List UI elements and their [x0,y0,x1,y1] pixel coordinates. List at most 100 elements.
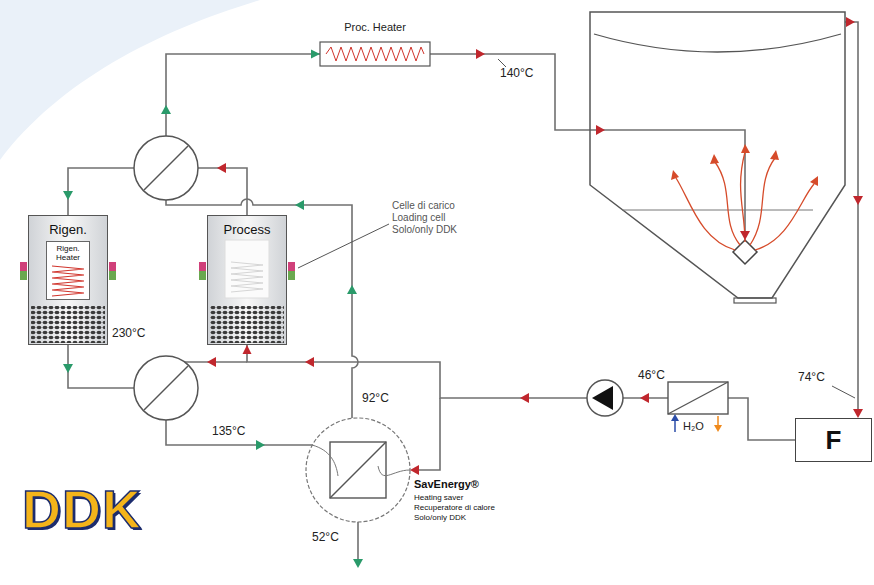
flow-arrow [207,357,216,367]
leader-line [498,59,506,67]
temperature-label: 74°C [798,370,825,384]
temperature-label: 140°C [500,66,534,80]
hopper-outline [590,12,845,298]
arrow-head [311,50,320,59]
tower-fill [28,215,108,345]
pipe [68,345,134,388]
flow-arrows-hot [207,17,863,475]
air-flow-line [676,178,735,250]
load-cell [20,271,27,280]
heater-label: Rigen. Heater [47,244,89,262]
callout-note: Celle di carico Loading cell Solo/only D… [392,200,472,236]
pipes [68,22,858,560]
dryer-hopper [590,12,845,303]
flow-arrow [63,364,73,373]
air-flow-head [710,154,719,164]
pipe [357,522,359,560]
load-cell [288,262,295,271]
arrow-head [243,345,252,354]
flow-arrow [295,200,304,210]
temperature-label: 52°C [312,530,339,544]
regeneration-tower: Rigen. Rigen. Heater [28,215,108,345]
air-flow-line [741,152,745,242]
flow-arrow [853,196,863,205]
air-flow-head [810,176,818,186]
flow-arrow [740,231,750,240]
flow-arrow [476,49,485,59]
faint-heater-coil [231,262,263,292]
load-cells [20,262,295,280]
heater-label: Proc. Heater [344,21,406,33]
water-label: H₂O [683,420,704,432]
load-cell [199,262,206,271]
brand-logo: DDK [22,482,142,536]
flow-arrow [520,393,529,403]
pipe [430,54,745,236]
regeneration-heater: Rigen. Heater [46,241,90,300]
flow-arrow [853,409,863,418]
leader-lines [298,59,855,398]
temperature-label: 135°C [212,424,246,438]
cone-screen [622,210,813,211]
pipe [166,420,312,445]
filter-box: F [795,418,872,462]
flow-arrow [347,285,357,294]
heater-fill [46,241,90,300]
pipe [68,168,134,215]
heat-exchanger [134,356,198,420]
load-cell [288,271,295,280]
tower-fill [207,215,287,345]
exchanger-circle [134,356,198,420]
filter-label: F [826,425,842,456]
heater-coil [52,266,84,296]
flow-arrow [256,440,265,450]
tower-label: Rigen. [49,222,87,237]
water-in-arrow [671,414,679,421]
air-flow-head [671,170,679,180]
load-cell [20,262,27,271]
flow-arrow [353,559,363,568]
air-flow [676,152,814,250]
water-out [717,416,719,426]
load-cell [109,262,116,271]
recuperator-circle [306,418,410,522]
flow-arrow [217,163,226,173]
pipe-connector [247,345,795,440]
pump-circle [587,380,623,416]
heater-box [320,42,430,66]
cooler-plate [668,382,728,414]
recuperator-core [330,442,386,498]
water-out-arrow [714,425,722,432]
flow-arrow [640,393,649,403]
recuperator-flow [312,445,338,476]
water-in [674,420,676,432]
flow-arrow [161,105,171,114]
temperature-label: 92°C [362,391,389,405]
heat-exchanger [134,136,198,200]
brand-label: SavEnergy® [414,478,479,490]
temperature-label: 46°C [638,368,665,382]
air-flow-head [770,150,779,160]
air-diffuser [733,240,757,264]
flow-arrow [846,17,855,27]
pump-triangle [592,386,613,410]
air-flow-line [755,184,814,250]
tower-label: Process [224,222,271,237]
flow-arrow [410,465,419,475]
flow-arrow [596,125,605,135]
process-tower: Process [207,215,287,345]
flow-arrow [63,191,73,200]
recuperator-note: Heating saver Recuperatore di calore Sol… [414,493,506,523]
flow-arrow [305,357,314,367]
heat-recuperator [306,418,410,522]
hopper-base [734,298,776,303]
granules [31,306,105,343]
load-cell [199,271,206,280]
exchanger-circle [134,136,198,200]
air-flow-line [750,158,775,245]
temperature-label: 230°C [112,326,146,340]
exchanger-plate [144,146,188,190]
process-heater: Proc. Heater [320,14,430,68]
faint-heater [225,240,269,298]
